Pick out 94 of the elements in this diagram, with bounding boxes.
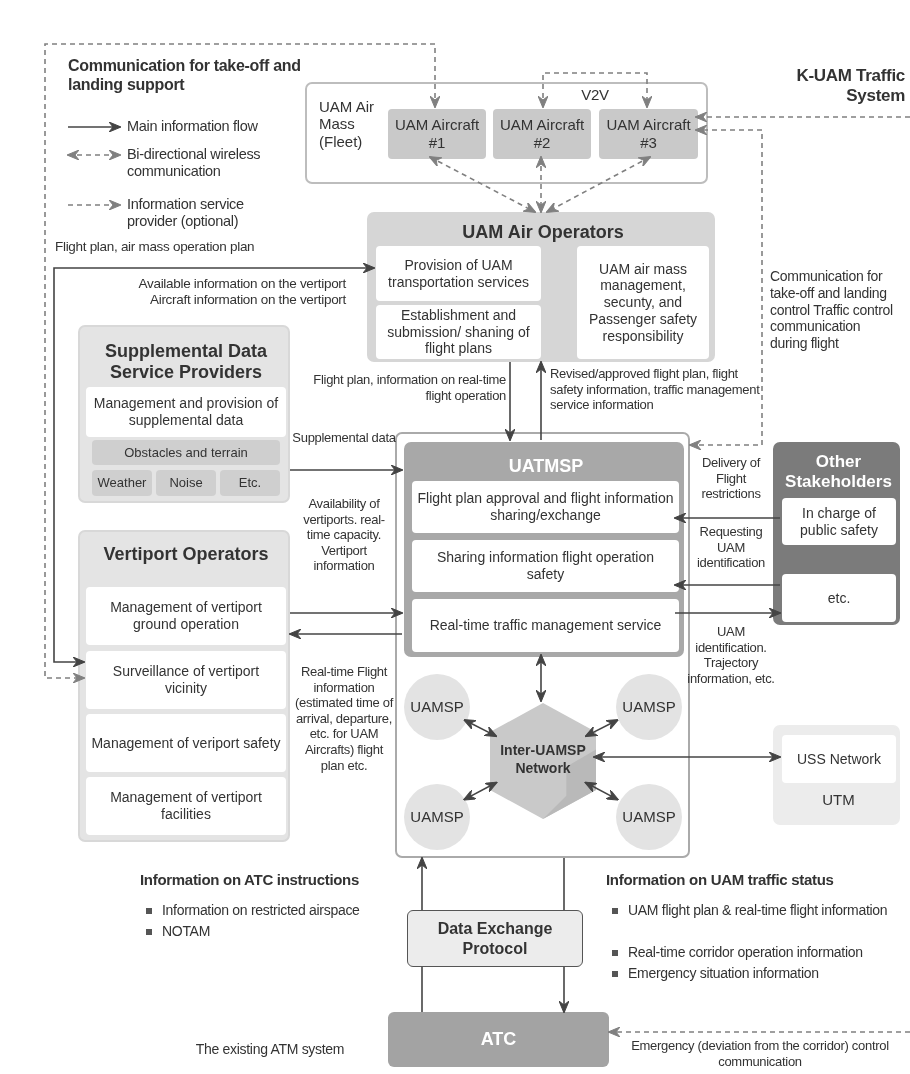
panel-title: UAM Air Mass (Fleet)	[319, 98, 375, 150]
legend-text: Main information flow	[127, 118, 259, 136]
process-box: Management and provision of supplemental data	[86, 387, 286, 437]
arrow	[53, 262, 376, 668]
arrow	[289, 607, 404, 619]
arrow	[592, 751, 782, 763]
arrow	[545, 156, 652, 213]
process-box: UAM air mass management, secunty, and Passenger safety responsibility	[577, 246, 709, 359]
arrow	[688, 124, 763, 451]
process-box: Provision of UAM transportation services	[376, 246, 541, 301]
process-box: Etc.	[220, 470, 280, 496]
panel-title: UATMSP	[507, 456, 585, 477]
bullet-item: UAM flight plan & real-time flight information	[610, 902, 910, 919]
arrow	[673, 512, 781, 524]
arrow	[504, 361, 516, 442]
process-box: Weather	[92, 470, 152, 496]
process-box: Surveillance of vertiport vicinity	[86, 651, 286, 709]
arrow	[558, 966, 570, 1014]
process-box: etc.	[782, 574, 896, 622]
group-panel	[773, 442, 900, 625]
panel-title: Other Stakeholders	[784, 452, 893, 492]
service-circle: UAMSP	[404, 784, 470, 850]
process-box: Sharing information flight operation safety	[412, 540, 679, 592]
edge-label: Supplemental data	[292, 430, 396, 446]
process-box: Noise	[156, 470, 216, 496]
edge-label: Flight plan, information on real-time flight operation	[312, 372, 506, 404]
group-panel	[78, 325, 290, 503]
group-panel	[78, 530, 290, 842]
edge-label: Real-time Flight information (estimated time of arrival, departure, etc. for UAM Aircrafts) flight plan etc.	[294, 664, 395, 774]
note-text: Available information on the vertiport Aircraft information on the vertiport	[137, 276, 346, 309]
service-circle: UAMSP	[404, 674, 470, 740]
service-circle: UAMSP	[616, 784, 682, 850]
bullet-item: Emergency situation information	[610, 965, 910, 982]
process-box: Establishment and submission/ shaning of flight plans	[376, 305, 541, 359]
arrow	[674, 607, 782, 619]
arrow	[535, 360, 547, 441]
edge-label: Flight plan, air mass operation plan	[55, 239, 256, 256]
edge-label: Revised/approved flight plan, flight safety information, traffic management service information	[550, 366, 761, 413]
bullet-item: Real-time corridor operation information	[610, 944, 910, 961]
node-label: Inter-UAMSP Network	[499, 742, 587, 777]
process-box: Management of vertiport facilities	[86, 777, 286, 835]
container-box	[395, 432, 690, 858]
legend-text: Bi-directional wireless communication	[127, 146, 262, 181]
edge-label: Communication for take-off and landing control Traffic control communication during flight	[770, 268, 894, 352]
group-panel	[305, 82, 708, 184]
group-panel	[773, 725, 900, 825]
connector-line	[563, 857, 565, 911]
process-box: ATC	[388, 1012, 609, 1067]
panel-title: Vertiport Operators	[102, 544, 270, 565]
panel-title: UTM	[821, 791, 856, 809]
edge-label: UAM identification. Trajectory information, etc.	[686, 624, 776, 687]
arrow	[607, 1026, 910, 1038]
arrow	[289, 464, 404, 476]
heading-text: Information on UAM traffic status	[606, 871, 835, 889]
heading-text: Information on ATC instructions	[140, 871, 361, 889]
arrow	[462, 781, 498, 801]
legend-text: Information service provider (optional)	[127, 196, 245, 231]
arrow	[44, 43, 441, 684]
arrow	[673, 579, 781, 591]
process-box: Flight plan approval and flight information sharing/exchange	[412, 481, 679, 533]
panel-title: Supplemental Data Service Providers	[103, 341, 268, 383]
arrow	[428, 156, 537, 213]
panel-title: UAM Air Operators	[461, 222, 625, 243]
process-box: Management of veriport safety	[86, 714, 286, 772]
process-box: In charge of public safety	[782, 498, 896, 545]
network-hexagon	[490, 703, 596, 819]
edge-label: Requesting UAM identification	[695, 524, 767, 571]
process-box: Real-time traffic management service	[412, 599, 679, 652]
arrow	[584, 719, 619, 738]
service-circle: UAMSP	[616, 674, 682, 740]
aircraft-box: UAM Aircraft #2	[493, 109, 591, 159]
edge-label: Availability of vertiports. real-time capacity. Vertiport information	[302, 496, 386, 574]
arrow	[463, 719, 498, 738]
edge-label: Delivery of Flight restrictions	[700, 455, 762, 502]
arrow	[416, 856, 428, 911]
arrow	[535, 653, 547, 703]
arrow	[537, 72, 653, 109]
arrow	[288, 628, 403, 640]
connector-line	[421, 966, 423, 1013]
edge-label: Emergency (deviation from the corridor) control communication	[630, 1038, 890, 1070]
arrow	[694, 111, 910, 123]
arrow	[535, 155, 547, 214]
aircraft-box: UAM Aircraft #1	[388, 109, 486, 159]
edge-label: V2V	[580, 86, 610, 104]
heading-text: K-UAM Traffic System	[795, 66, 905, 107]
process-box: USS Network	[782, 735, 896, 783]
process-box: Management of vertiport ground operation	[86, 587, 286, 645]
arrow	[584, 781, 620, 801]
aircraft-box: UAM Aircraft #3	[599, 109, 698, 159]
legend-heading: Communication for take-off and landing support	[68, 56, 302, 95]
caption-text: The existing ATM system	[194, 1041, 346, 1058]
group-panel	[404, 442, 684, 657]
group-panel	[367, 212, 715, 362]
process-box: Obstacles and terrain	[92, 440, 280, 465]
